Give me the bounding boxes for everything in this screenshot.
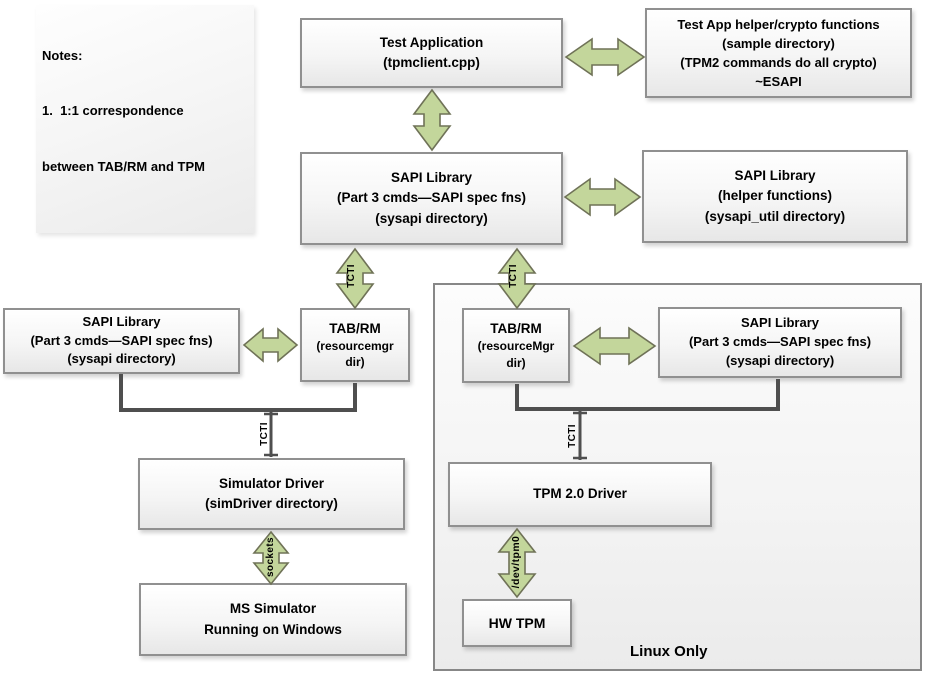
arrow-sapiwin-tabrm-windows bbox=[242, 327, 299, 363]
arrow-sapimain-sapihelper bbox=[563, 177, 642, 217]
notes-line: between TAB/RM and TPM bbox=[42, 158, 205, 174]
box-line: dir) bbox=[506, 355, 526, 370]
box-line: SAPI Library bbox=[734, 168, 816, 184]
notes-title: Notes: bbox=[42, 47, 83, 63]
box-ms-simulator: MS Simulator Running on Windows bbox=[139, 583, 407, 656]
box-sapi-library-linux: SAPI Library (Part 3 cmds—SAPI spec fns)… bbox=[658, 307, 902, 378]
tcti-label: TCTI bbox=[259, 422, 270, 446]
box-line: (helper functions) bbox=[718, 188, 832, 204]
box-line: (sysapi directory) bbox=[725, 352, 835, 368]
box-line: (sysapi directory) bbox=[375, 210, 488, 226]
box-line: TAB/RM bbox=[490, 321, 542, 337]
box-line: Simulator Driver bbox=[218, 475, 325, 491]
notes-panel: Notes: 1. 1:1 correspondence between TAB… bbox=[36, 5, 254, 233]
tcti-label: TCTI bbox=[346, 264, 357, 288]
box-line: (sample directory) bbox=[722, 35, 835, 51]
box-line: Test Application bbox=[379, 34, 484, 50]
box-line: (Part 3 cmds—SAPI spec fns) bbox=[30, 332, 213, 348]
box-line: (sysapi_util directory) bbox=[704, 208, 846, 224]
box-line: (resourcemgr bbox=[316, 338, 394, 353]
box-sapi-library-main: SAPI Library (Part 3 cmds—SAPI spec fns)… bbox=[300, 152, 563, 245]
box-line: MS Simulator bbox=[229, 601, 317, 617]
box-line: TPM 2.0 Driver bbox=[533, 486, 627, 502]
box-line: SAPI Library bbox=[82, 313, 161, 329]
arrow-testapp-sapimain bbox=[412, 88, 452, 152]
sockets-label: sockets bbox=[265, 536, 276, 578]
box-sapi-library-helper: SAPI Library (helper functions) (sysapi_… bbox=[642, 150, 908, 243]
box-test-app-helper-crypto: Test App helper/crypto functions (sample… bbox=[645, 8, 912, 98]
box-line: (resourceMgr bbox=[477, 339, 555, 354]
dev-tpm0-label: /dev/tpm0 bbox=[510, 535, 522, 589]
box-line: HW TPM bbox=[488, 614, 546, 631]
notes-line: 1. 1:1 correspondence bbox=[42, 103, 184, 119]
box-line: TAB/RM bbox=[329, 320, 381, 336]
box-line: (Part 3 cmds—SAPI spec fns) bbox=[336, 190, 527, 206]
box-line: ~ESAPI bbox=[755, 74, 802, 90]
bracket-connector-windows bbox=[119, 374, 357, 457]
box-line: SAPI Library bbox=[740, 315, 820, 331]
box-line: dir) bbox=[345, 355, 365, 370]
linux-only-label: Linux Only bbox=[630, 643, 708, 660]
box-tpm20-driver: TPM 2.0 Driver bbox=[448, 462, 712, 527]
box-tabrm-linux: TAB/RM (resourceMgr dir) bbox=[462, 308, 570, 383]
tcti-label: TCTI bbox=[567, 424, 578, 448]
tcti-label: TCTI bbox=[508, 264, 519, 288]
box-sapi-library-windows: SAPI Library (Part 3 cmds—SAPI spec fns)… bbox=[3, 308, 240, 374]
box-line: (simDriver directory) bbox=[205, 496, 338, 511]
box-line: (sysapi directory) bbox=[67, 351, 176, 367]
box-line: Running on Windows bbox=[204, 621, 342, 637]
box-tabrm-windows: TAB/RM (resourcemgr dir) bbox=[300, 308, 410, 382]
arrow-testapp-helpercrypto bbox=[564, 37, 646, 77]
box-simulator-driver: Simulator Driver (simDriver directory) bbox=[138, 458, 405, 530]
box-line: (TPM2 commands do all crypto) bbox=[680, 55, 877, 70]
box-test-application: Test Application (tpmclient.cpp) bbox=[300, 18, 563, 88]
box-line: Test App helper/crypto functions bbox=[677, 16, 880, 32]
box-line: (Part 3 cmds—SAPI spec fns) bbox=[688, 334, 872, 350]
box-hw-tpm: HW TPM bbox=[462, 599, 572, 647]
box-line: SAPI Library bbox=[390, 170, 473, 186]
box-line: (tpmclient.cpp) bbox=[383, 55, 480, 70]
